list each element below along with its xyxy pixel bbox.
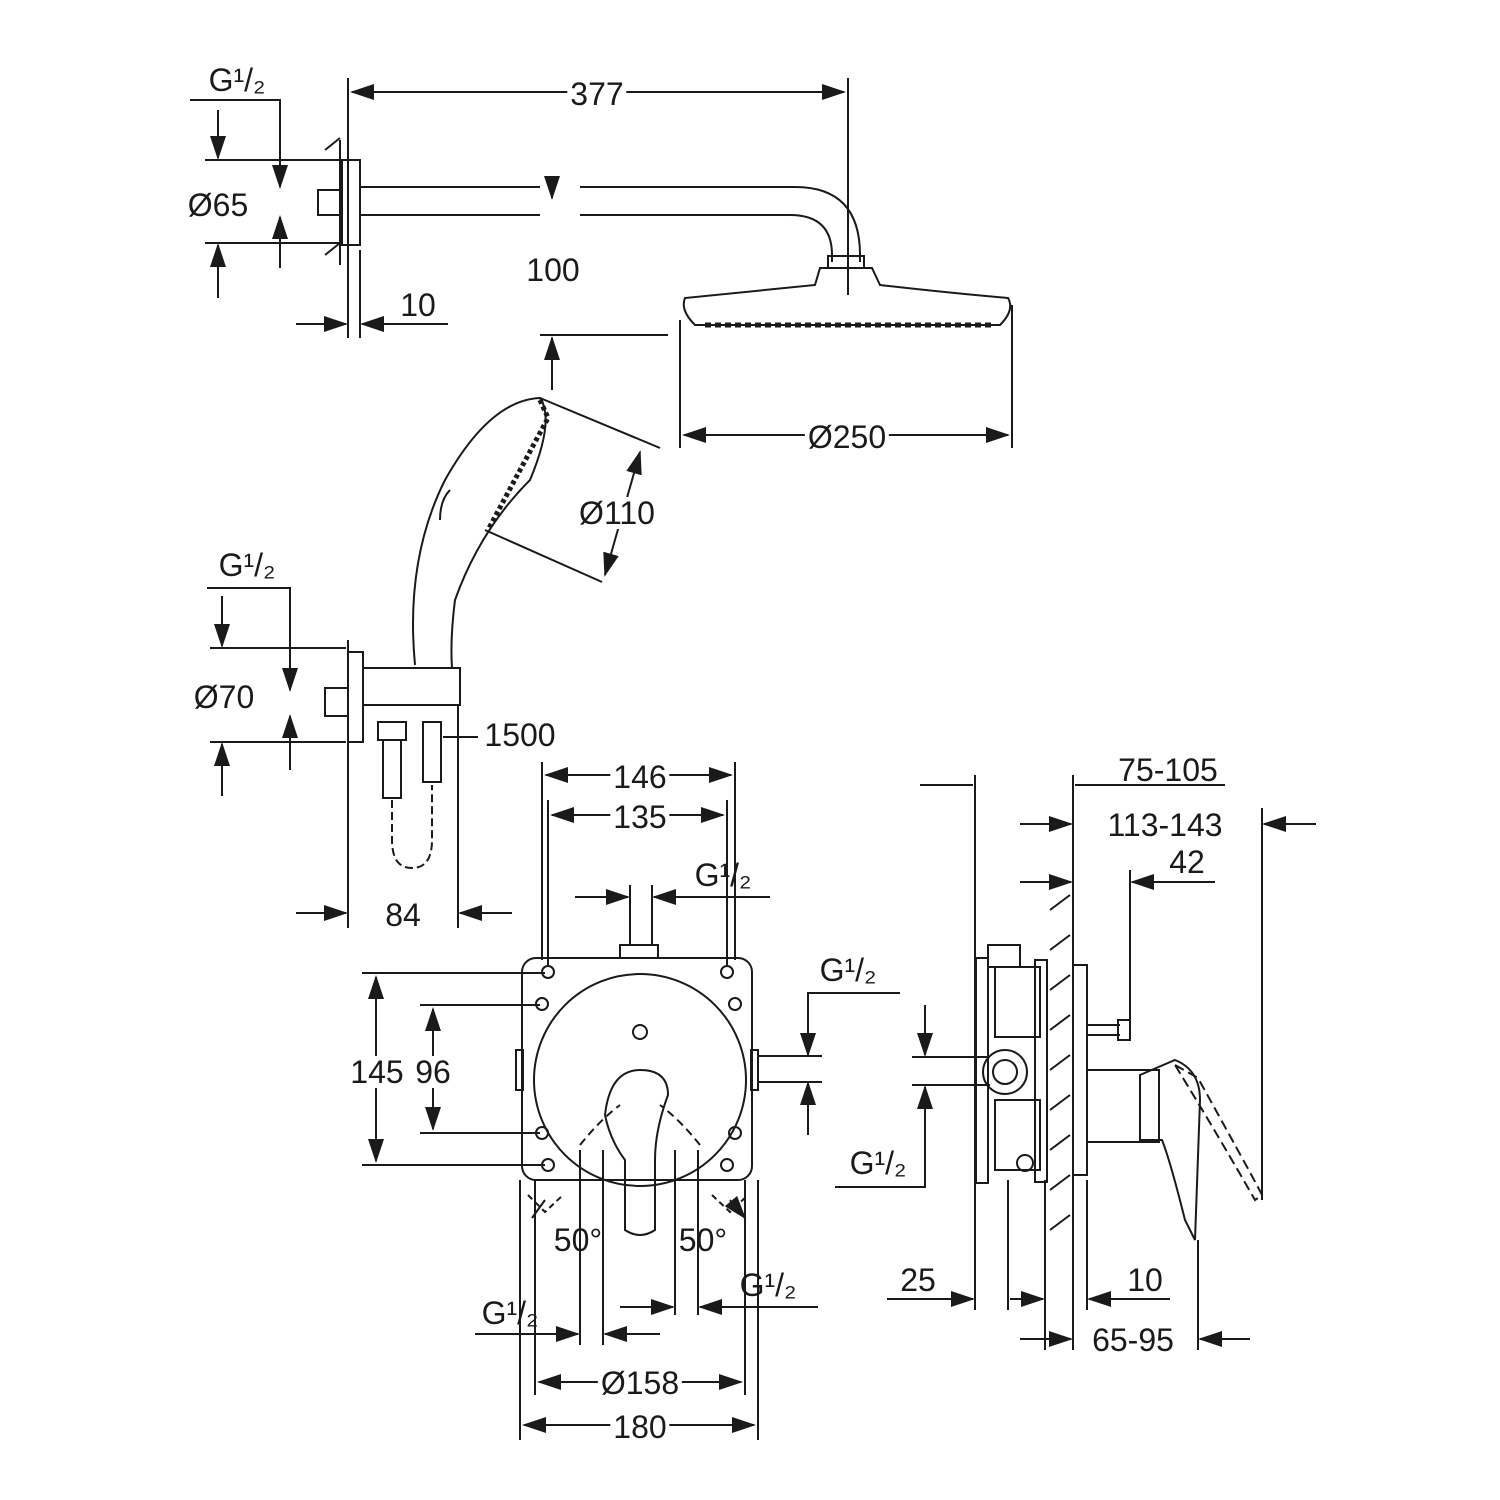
dim-outlet-diameter: Ø70	[190, 681, 258, 713]
hand-shower	[207, 396, 661, 928]
dim-stop-depth: 42	[1169, 844, 1205, 880]
dim-overhead-thread: G¹/₂	[205, 64, 269, 96]
mixer-front-view	[362, 762, 900, 1440]
dim-box-width-outer: 146	[610, 761, 670, 793]
dim-hand-thread: G¹/₂	[215, 549, 279, 581]
dim-angle-right: 50°	[678, 1222, 728, 1258]
dim-box-height: 145	[347, 1056, 407, 1088]
dim-bottom-left-thread: G¹/₂	[481, 1295, 539, 1331]
dim-flange-diameter: Ø65	[184, 189, 252, 221]
overhead-shower	[190, 78, 1013, 448]
dim-angle-left: 50°	[553, 1222, 603, 1258]
dim-wall-offset: 25	[900, 1262, 936, 1298]
dim-right-thread: G¹/₂	[819, 952, 877, 988]
dim-head-diameter: Ø250	[804, 421, 890, 453]
dim-arm-drop: 100	[526, 252, 580, 288]
dim-lever-range: 65-95	[1089, 1324, 1177, 1356]
dim-install-depth: 75-105	[1118, 752, 1218, 788]
dim-rosette-diameter: Ø158	[597, 1367, 683, 1399]
dim-bottom-right-thread: G¹/₂	[739, 1267, 797, 1303]
dim-total-depth: 113-143	[1107, 807, 1223, 843]
dim-rosette-width: 180	[610, 1411, 670, 1443]
dim-box-width-inner: 135	[610, 801, 670, 833]
dim-side-thread: G¹/₂	[849, 1145, 907, 1181]
mixer-side-view	[835, 775, 1316, 1350]
dim-top-thread: G¹/₂	[694, 857, 752, 893]
dim-flange-depth: 10	[400, 287, 436, 323]
dim-hose-length: 1500	[484, 717, 556, 753]
dim-projection: 84	[385, 897, 421, 933]
dim-plate-depth: 10	[1127, 1262, 1163, 1298]
dim-arm-length: 377	[567, 78, 627, 110]
dim-hand-shower-diameter: Ø110	[576, 497, 658, 529]
dim-mount-spacing: 96	[412, 1056, 454, 1088]
